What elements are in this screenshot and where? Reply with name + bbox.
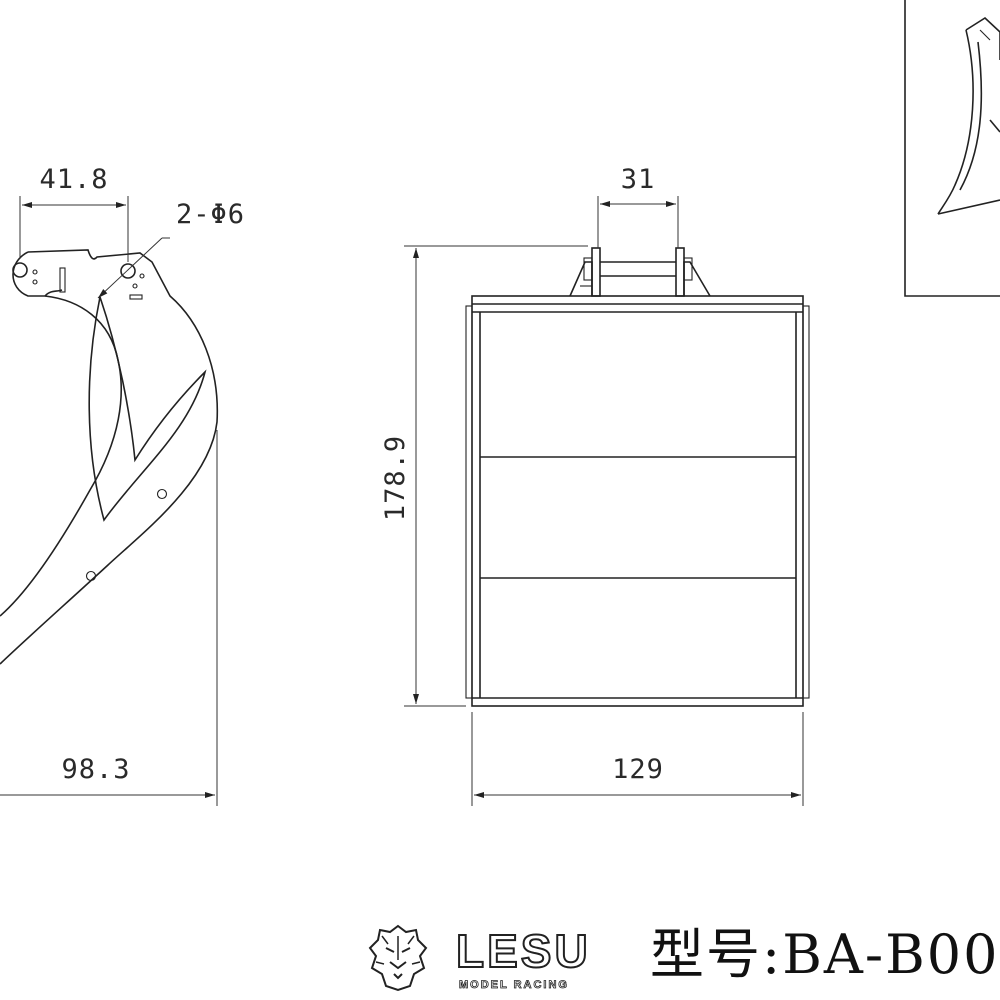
lion-head-logo-icon xyxy=(368,924,428,992)
small-hole xyxy=(139,273,145,279)
dim-side-width: 98.3 xyxy=(61,754,130,785)
side-view: 41.8 2-Φ6 98.3 xyxy=(0,164,245,806)
brand-subtitle: MODEL RACING xyxy=(459,979,569,991)
small-hole xyxy=(156,488,168,500)
side-view-slot xyxy=(88,296,207,522)
dim-height: 178.9 xyxy=(380,435,411,521)
side-view-outline xyxy=(0,249,219,665)
front-view: 31 178.9 129 xyxy=(380,164,810,806)
side-view-notch xyxy=(129,294,143,300)
side-view-inner-edge xyxy=(0,295,123,617)
small-hole xyxy=(132,283,138,289)
small-hole xyxy=(32,279,38,285)
dim-front-width: 129 xyxy=(612,754,664,785)
side-view-tab xyxy=(59,267,66,293)
inset-frame xyxy=(904,0,1000,297)
brand-name: LESU xyxy=(455,925,591,977)
pin-hole-left xyxy=(12,262,28,278)
model-number-label: 型号:BA-B00 xyxy=(650,923,1000,986)
side-view-top-edge xyxy=(12,251,63,297)
isometric-inset xyxy=(904,0,1000,297)
mount-bracket xyxy=(569,247,711,297)
small-hole xyxy=(85,570,97,582)
dim-hole-spacing: 41.8 xyxy=(39,164,108,195)
pin-hole-right xyxy=(120,263,136,279)
dim-mount-width: 31 xyxy=(621,164,656,195)
hole-callout: 2-Φ6 xyxy=(176,199,245,230)
front-view-frame xyxy=(471,295,804,707)
small-hole xyxy=(32,269,38,275)
